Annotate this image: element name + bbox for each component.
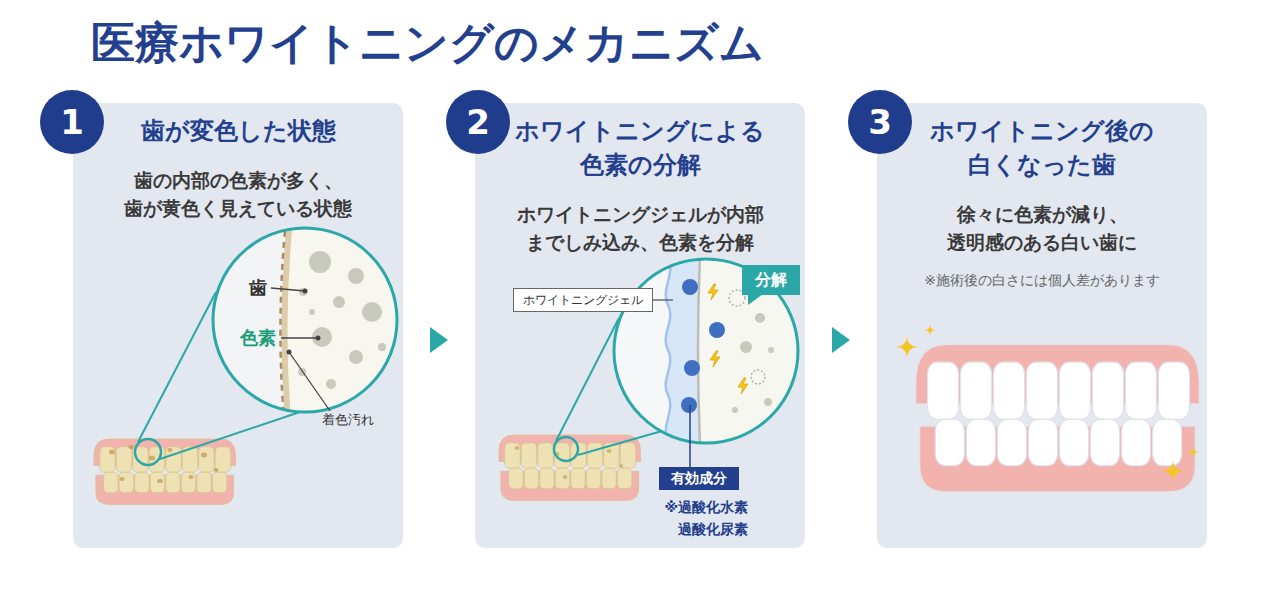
circle-fill [40,90,104,154]
step-description: 徐々に色素が減り、 透明感のある白い歯に [887,200,1197,256]
pigment-dots [298,251,386,389]
tooth-surface [698,255,700,445]
part-label: 着色汚れ [322,411,382,429]
leader-line [281,337,318,338]
step-heading: 歯が変色した状態 [83,114,393,148]
pigment-dot [299,288,307,296]
leader-line [271,288,305,291]
pigment-dot [740,341,752,353]
stain-spot [168,448,173,452]
step-number: 1 [40,90,104,154]
stain-spot [607,449,612,453]
ingredient-dot [684,360,700,376]
reaction-bolt [710,351,720,367]
pigment-dot [309,251,331,273]
stain-spots [515,446,624,479]
pigment-dot [333,296,345,308]
stain-spot [214,468,219,472]
tooth-surface [284,220,290,420]
stain-spot [201,453,207,458]
dissolved-pigment [751,370,765,384]
zoom-spot [554,437,578,461]
step-number-circle: 2 [446,90,510,154]
pigment-dot [755,313,765,323]
ingredient-label: 有効成分 [659,467,739,490]
pigment-dot [309,309,315,315]
stain-spot [109,450,115,455]
pigment-dot [362,302,382,322]
stain-spot [619,464,623,468]
stain-spots [109,445,219,483]
decompose-label: 分解 [742,265,800,295]
tag-pointer [748,294,763,305]
step-description: ホワイトニングジェルが内部 までしみ込み、色素を分解 [485,200,795,256]
pigment-dot [326,379,336,389]
leader-dot [287,350,292,355]
leader-line [689,405,691,467]
pigment-dot [378,343,386,351]
ingredient-dot [682,279,698,295]
diagram-title: 医療ホワイトニングのメカニズム [91,15,764,71]
leader-line [289,352,330,411]
pigment-dots [732,313,774,413]
step-heading: ホワイトニングによる 色素の分解 [485,114,795,182]
gel-label: ホワイトニングジェル [514,289,652,311]
step-number: 2 [446,90,510,154]
leader-dot [303,289,308,294]
sparkle [1161,459,1185,483]
note-text: ※施術後の白さには個人差があります [887,268,1197,292]
stain-spot [149,456,155,461]
stain-spot [563,475,568,479]
stain-spot [189,475,194,479]
part-label: 色素 [236,326,280,350]
pigment-dot [312,327,332,347]
pigment-dot [768,347,774,353]
gel-edge [666,255,671,445]
stain-layer [280,220,286,420]
ingredient-note: ※過酸化水素 過酸化尿素 [652,496,748,540]
step-number-circle: 3 [848,90,912,154]
ingredient-dot [681,397,697,413]
ingredient-dot [709,322,725,338]
zoom-spot [135,439,161,465]
step-description: 歯の内部の色素が多く、 歯が黄色く見えている状態 [83,166,393,222]
leader-line [653,299,673,300]
ingredient-box: 有効成分 [659,467,739,490]
pigment-dot [349,350,363,364]
pigment-dot [348,268,364,284]
gel-layer [666,255,700,445]
pigment-dot [764,398,772,406]
leader-dot [316,336,321,341]
reaction-bolt [708,284,718,300]
circle-fill [446,90,510,154]
stain-spot [515,446,520,450]
step-arrow [805,327,877,353]
part-label: 歯 [246,276,270,300]
step-heading: ホワイトニング後の 白くなった歯 [887,114,1197,182]
reaction-bolt [738,378,748,394]
decompose-tag: 分解 [742,265,800,295]
stain-spot [157,479,163,483]
step-number: 3 [848,90,912,154]
active-ingredient-dots [681,279,725,413]
circle-fill [848,90,912,154]
step-number-circle: 1 [40,90,104,154]
stain-spot [129,445,134,449]
pigment-dot [732,407,738,413]
stain-spot [120,477,125,481]
gel-label-box: ホワイトニングジェル [513,288,653,312]
step-arrow [403,327,475,353]
magnifier-ring [213,228,397,412]
